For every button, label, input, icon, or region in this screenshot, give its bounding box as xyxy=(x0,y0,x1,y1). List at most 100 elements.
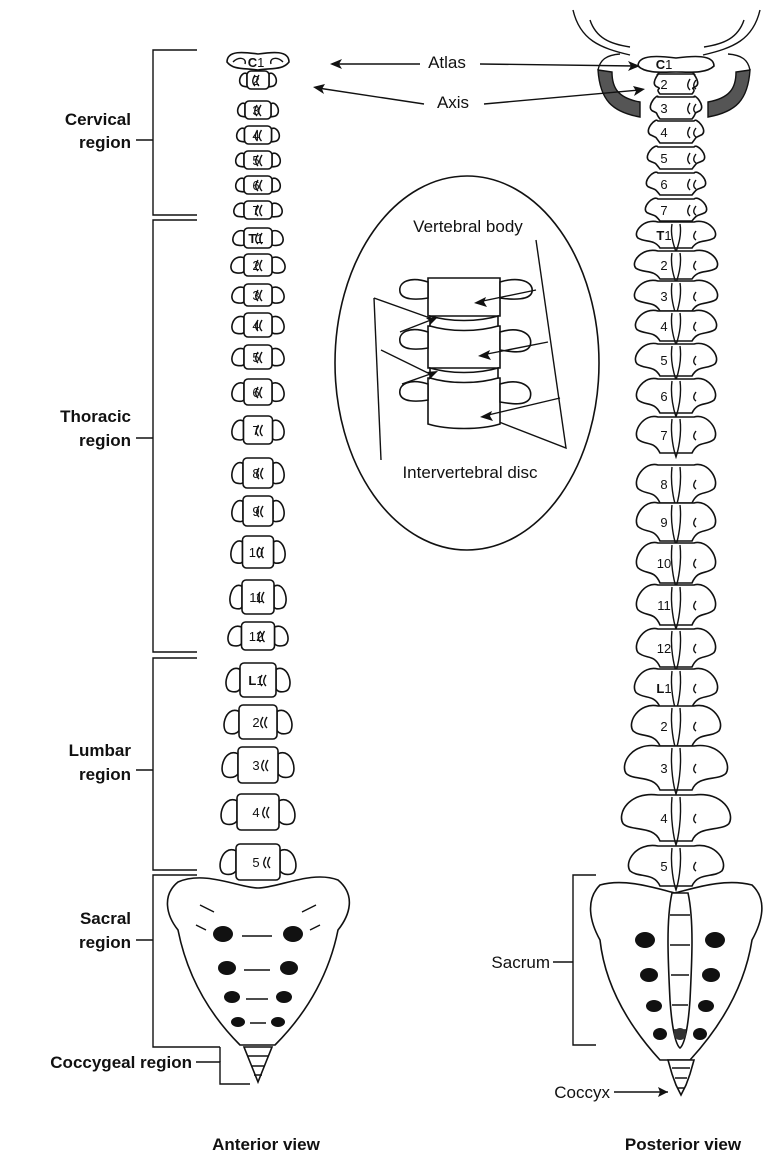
vertebral-body-label: Vertebral body xyxy=(413,217,523,236)
posterior-label-l1: L1 xyxy=(656,681,671,696)
lumbar-label-line1: Lumbar xyxy=(69,741,132,760)
posterior-vertebra-t1: T1 xyxy=(636,221,715,252)
posterior-vertebra-c7: 7 xyxy=(645,198,706,221)
sacral-region-label: Sacral region xyxy=(79,909,131,952)
posterior-label-t6: 6 xyxy=(660,389,667,404)
anterior-vertebra-l1: L1 xyxy=(226,663,290,697)
anterior-vertebra-t9: 9 xyxy=(232,496,284,526)
posterior-vertebra-l4: 4 xyxy=(621,795,730,845)
anterior-vertebra-c1: C1 xyxy=(227,52,289,70)
posterior-vertebra-t4: 4 xyxy=(635,310,716,345)
anterior-vertebra-l5: 5 xyxy=(220,844,296,880)
anterior-label-t10: 10 xyxy=(249,545,263,560)
posterior-vertebra-t11: 11 xyxy=(636,584,715,629)
posterior-vertebra-t7: 7 xyxy=(636,416,715,457)
cervical-label-line2: region xyxy=(79,133,131,152)
anterior-coccyx xyxy=(244,1047,272,1082)
anterior-vertebra-t12: 12 xyxy=(228,622,288,650)
anterior-vertebra-t1: T1 xyxy=(233,228,283,248)
anterior-label-l1: L1 xyxy=(248,673,263,688)
anterior-label-t6: 6 xyxy=(252,385,259,400)
anterior-vertebra-l2: 2 xyxy=(224,705,292,739)
anterior-vertebra-c7: 7 xyxy=(234,201,282,219)
lumbar-region-label: Lumbar region xyxy=(69,741,132,784)
anterior-vertebra-c5: 5 xyxy=(236,151,281,169)
posterior-label-c1: C1 xyxy=(656,57,673,72)
posterior-label-t11: 11 xyxy=(657,598,671,613)
anterior-label-l2: 2 xyxy=(252,715,259,730)
sacral-label-line2: region xyxy=(79,933,131,952)
posterior-vertebra-c5: 5 xyxy=(647,146,704,169)
posterior-label-t4: 4 xyxy=(660,319,667,334)
posterior-vertebra-t2: 2 xyxy=(634,250,717,283)
coccyx-label: Coccyx xyxy=(554,1083,610,1102)
posterior-label-t5: 5 xyxy=(660,353,667,368)
posterior-coccyx xyxy=(668,1060,694,1095)
anterior-vertebra-t3: 3 xyxy=(232,284,284,306)
cervical-label-line1: Cervical xyxy=(65,110,131,129)
anterior-vertebra-l4: 4 xyxy=(221,794,295,830)
posterior-vertebra-l5: 5 xyxy=(628,845,723,890)
anterior-label-t4: 4 xyxy=(252,318,259,333)
anterior-label-c5: 5 xyxy=(252,153,259,168)
sacral-label-line1: Sacral xyxy=(80,909,131,928)
thoracic-label-line2: region xyxy=(79,431,131,450)
posterior-label-t8: 8 xyxy=(660,477,667,492)
posterior-label-t7: 7 xyxy=(660,428,667,443)
posterior-label-t2: 2 xyxy=(660,258,667,273)
anterior-vertebra-t6: 6 xyxy=(232,379,284,405)
anterior-label-t7: 7 xyxy=(252,423,259,438)
anterior-label-l5: 5 xyxy=(252,855,259,870)
anterior-vertebra-l3: 3 xyxy=(222,747,294,783)
coccygeal-region-label: Coccygeal region xyxy=(50,1053,192,1072)
posterior-vertebra-c2: 2 xyxy=(654,73,697,94)
posterior-label-c4: 4 xyxy=(660,125,667,140)
lumbar-label-line2: region xyxy=(79,765,131,784)
posterior-vertebra-l3: 3 xyxy=(624,746,727,794)
anterior-label-c7: 7 xyxy=(252,203,259,218)
posterior-vertebra-t12: 12 xyxy=(636,628,715,671)
anterior-label-c2: 2 xyxy=(252,73,259,88)
posterior-label-l3: 3 xyxy=(660,761,667,776)
anterior-label-t11: 11 xyxy=(249,590,263,605)
posterior-vertebra-c4: 4 xyxy=(648,120,703,143)
anterior-label-c3: 3 xyxy=(252,103,259,118)
anterior-vertebra-t8: 8 xyxy=(232,458,284,488)
anterior-label-t1: T1 xyxy=(248,231,263,246)
posterior-label-t12: 12 xyxy=(657,641,671,656)
anterior-label-t9: 9 xyxy=(252,504,259,519)
posterior-label-l2: 2 xyxy=(660,719,667,734)
posterior-vertebra-t10: 10 xyxy=(636,542,715,587)
sacrum-label: Sacrum xyxy=(491,953,550,972)
inset-detail: Vertebral body Intervertebral disc xyxy=(335,176,599,550)
anterior-vertebra-t7: 7 xyxy=(232,416,284,444)
axis-label: Axis xyxy=(437,93,469,112)
thoracic-region-label: Thoracic region xyxy=(60,407,131,450)
anterior-vertebra-c3: 3 xyxy=(238,101,279,119)
anterior-label-t12: 12 xyxy=(249,629,263,644)
intervertebral-disc-label: Intervertebral disc xyxy=(402,463,538,482)
anterior-label-l4: 4 xyxy=(252,805,259,820)
posterior-vertebra-t3: 3 xyxy=(634,280,717,315)
posterior-label-c6: 6 xyxy=(660,177,667,192)
posterior-vertebra-l1: L1 xyxy=(634,668,717,711)
posterior-label-c5: 5 xyxy=(660,151,667,166)
anterior-vertebra-t10: 10 xyxy=(231,536,285,568)
posterior-view-caption: Posterior view xyxy=(625,1135,742,1154)
anterior-vertebra-c4: 4 xyxy=(237,126,280,144)
posterior-vertebra-c1: C1 xyxy=(638,56,714,72)
anterior-vertebra-t4: 4 xyxy=(232,313,284,337)
anterior-vertebra-t5: 5 xyxy=(232,345,284,369)
anterior-label-t2: 2 xyxy=(252,258,259,273)
anterior-label-c1: C1 xyxy=(248,55,265,70)
posterior-sacrum xyxy=(591,883,762,1060)
posterior-label-c7: 7 xyxy=(660,203,667,218)
anterior-vertebra-c2: 2 xyxy=(240,71,277,89)
anterior-vertebra-t2: 2 xyxy=(231,254,285,276)
anterior-label-c6: 6 xyxy=(252,178,259,193)
cervical-region-label: Cervical region xyxy=(65,110,131,152)
